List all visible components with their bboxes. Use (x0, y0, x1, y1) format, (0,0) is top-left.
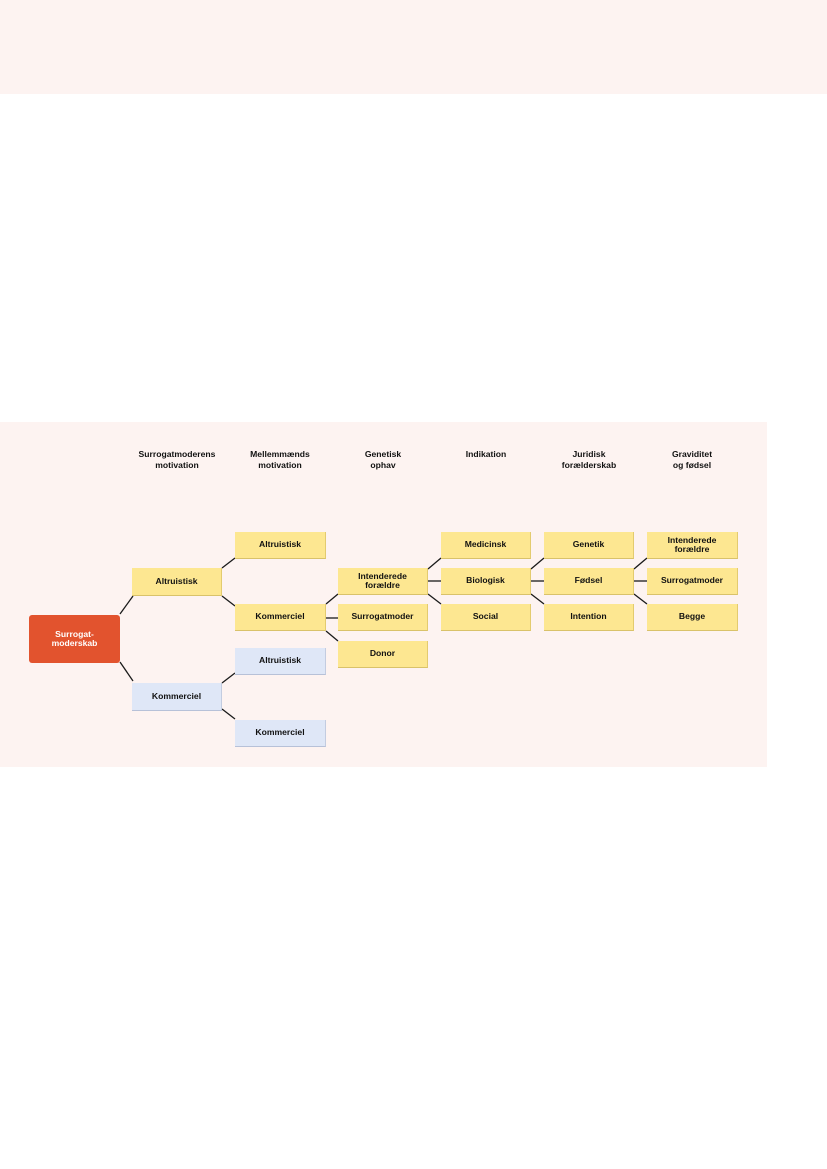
column-header-genetic-origin: Genetisk ophav (364, 449, 402, 470)
column-header-indication: Indikation (465, 449, 507, 459)
node-legal-genetics[interactable]: Genetik (544, 532, 634, 559)
node-intermediary-commercial-a[interactable]: Kommerciel (235, 604, 326, 631)
node-genetic-intended-parents[interactable]: Intenderede forældre (338, 568, 428, 595)
node-indication-social[interactable]: Social (441, 604, 531, 631)
column-header-surrogate-motivation: Surrogatmoderens motivation (138, 449, 216, 470)
node-indication-biological[interactable]: Biologisk (441, 568, 531, 595)
node-legal-intention[interactable]: Intention (544, 604, 634, 631)
top-band (0, 0, 827, 94)
node-pregnancy-intended-parents[interactable]: Intenderede forældre (647, 532, 738, 559)
node-pregnancy-both[interactable]: Begge (647, 604, 738, 631)
node-pregnancy-surrogate[interactable]: Surrogatmoder (647, 568, 738, 595)
node-intermediary-altruistic-a[interactable]: Altruistisk (235, 532, 326, 559)
column-header-legal-parenthood: Juridisk forælderskab (561, 449, 617, 470)
root-node-surrogacy[interactable]: Surrogat- moderskab (29, 615, 120, 663)
node-legal-birth[interactable]: Fødsel (544, 568, 634, 595)
node-intermediary-altruistic-c[interactable]: Altruistisk (235, 648, 326, 675)
node-genetic-surrogate[interactable]: Surrogatmoder (338, 604, 428, 631)
node-genetic-donor[interactable]: Donor (338, 641, 428, 668)
column-header-intermediary-motivation: Mellemmænds motivation (250, 449, 310, 470)
node-surrogate-altruistic[interactable]: Altruistisk (132, 568, 222, 596)
node-indication-medical[interactable]: Medicinsk (441, 532, 531, 559)
node-surrogate-commercial[interactable]: Kommerciel (132, 683, 222, 711)
node-intermediary-commercial-c[interactable]: Kommerciel (235, 720, 326, 747)
column-header-pregnancy-birth: Graviditet og fødsel (671, 449, 713, 470)
